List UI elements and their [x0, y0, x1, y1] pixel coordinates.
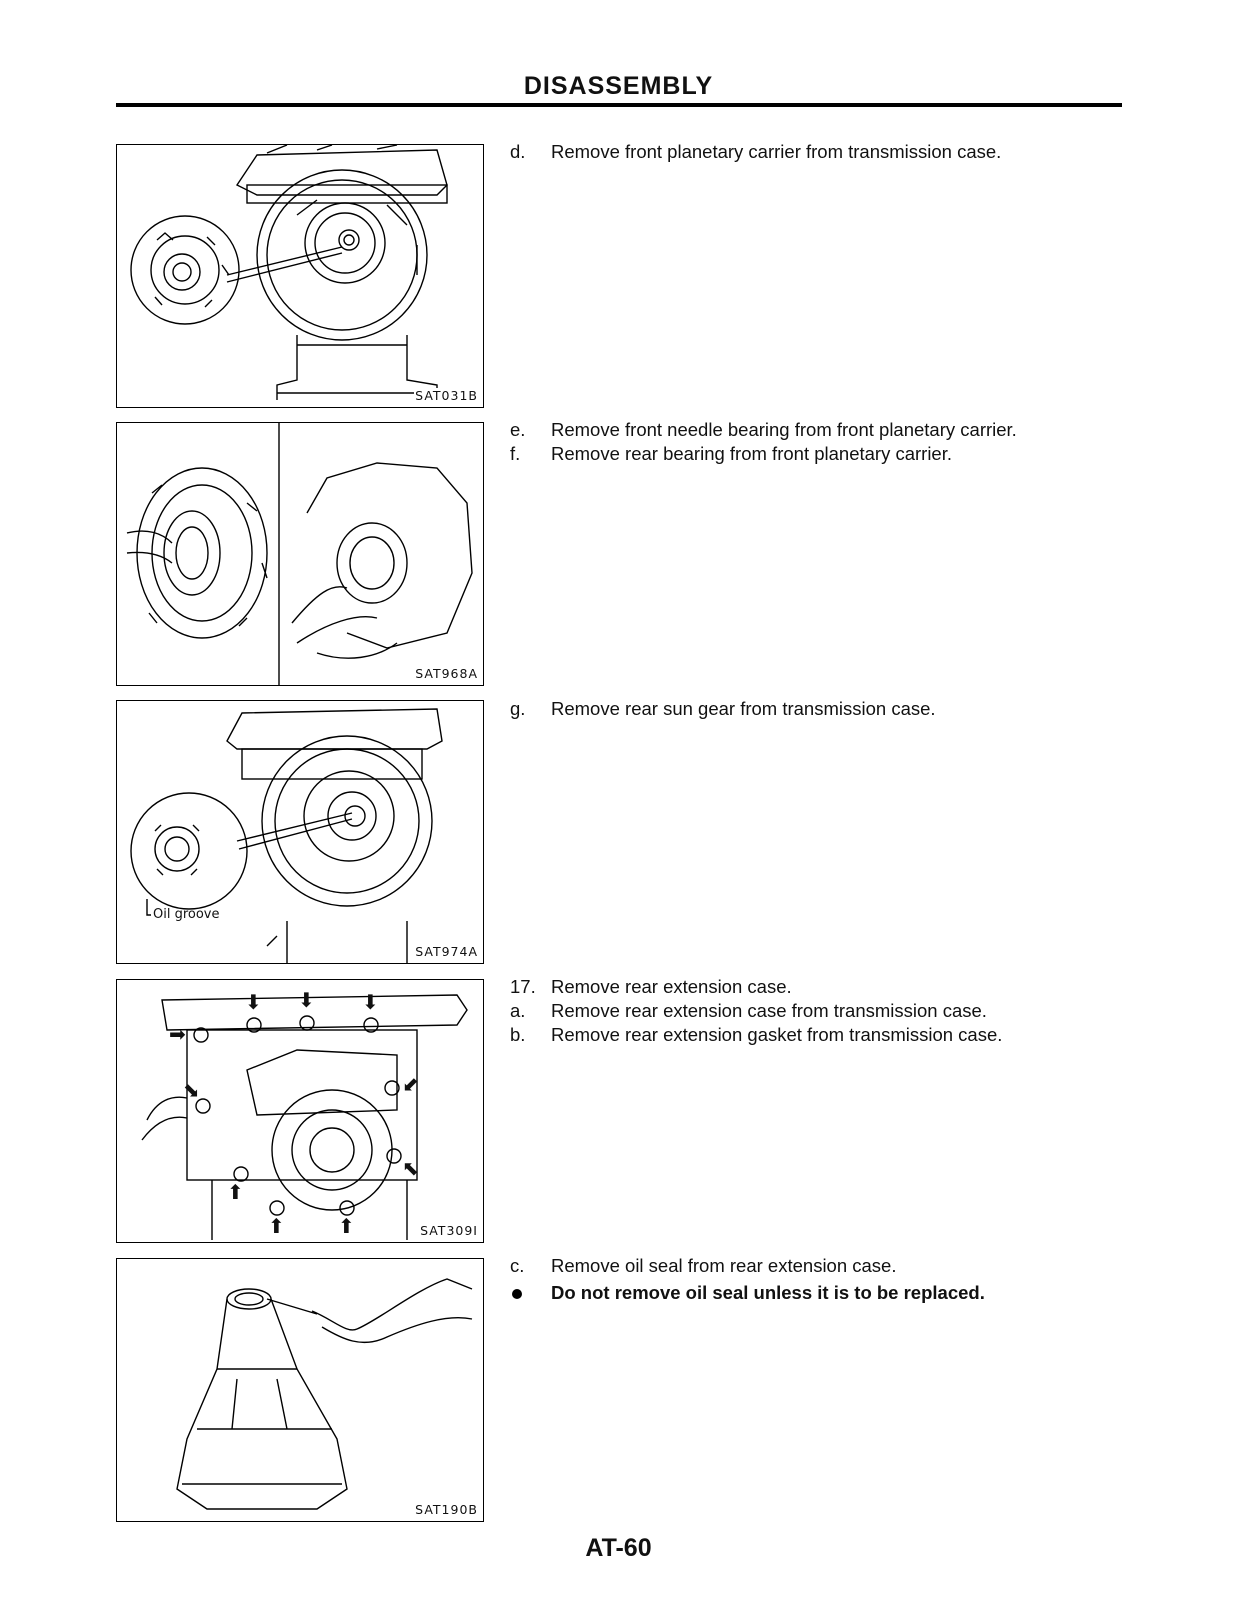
step-marker: d. [510, 141, 526, 162]
caution-bullet: Do not remove oil seal unless it is to b… [510, 1281, 1110, 1305]
step-marker: a. [510, 1000, 526, 1021]
step: f. Remove rear bearing from front planet… [510, 442, 1110, 466]
step: a. Remove rear extension case from trans… [510, 999, 1110, 1023]
arrow-icon: ⬆ [338, 1216, 355, 1238]
caution-text: Do not remove oil seal unless it is to b… [551, 1282, 985, 1303]
figure-front-planetary-carrier: SAT031B [116, 144, 484, 408]
step-marker: 17. [510, 976, 536, 997]
step-text: Remove front needle bearing from front p… [551, 419, 1017, 440]
step-text: Remove rear extension case. [551, 976, 792, 997]
step-text: Remove rear extension case from transmis… [551, 1000, 987, 1021]
page-number: AT-60 [585, 1534, 652, 1562]
steps-section-4: 17. Remove rear extension case. a. Remov… [510, 975, 1110, 1047]
step: c. Remove oil seal from rear extension c… [510, 1254, 1110, 1278]
arrow-icon: ⬇ [245, 992, 262, 1014]
figure-code: SAT309I [419, 1223, 479, 1238]
steps-section-3: g. Remove rear sun gear from transmissio… [510, 697, 1110, 721]
arrow-icon: ⬆ [268, 1216, 285, 1238]
figure-callout-label: Oil groove [153, 907, 220, 922]
illustration-bearing-removal [126, 423, 473, 685]
step-text: Remove oil seal from rear extension case… [551, 1255, 897, 1276]
step: e. Remove front needle bearing from fron… [510, 418, 1110, 442]
figure-rear-sun-gear: Oil groove SAT974A [116, 700, 484, 964]
bullet-icon [512, 1289, 522, 1299]
step-marker: g. [510, 698, 526, 719]
step-marker: f. [510, 443, 521, 464]
arrow-icon: ⬇ [298, 990, 315, 1012]
figure-code: SAT974A [414, 944, 479, 959]
page-title: DISASSEMBLY [523, 72, 714, 100]
step: g. Remove rear sun gear from transmissio… [510, 697, 1110, 721]
step-marker: e. [510, 419, 526, 440]
arrow-icon: ⬋ [402, 1074, 419, 1096]
title-rule [116, 103, 1122, 107]
illustration-sun-gear-removal [130, 708, 443, 963]
step: d. Remove front planetary carrier from t… [510, 140, 1110, 164]
arrow-icon: ⬊ [183, 1080, 200, 1102]
steps-section-1: d. Remove front planetary carrier from t… [510, 140, 1110, 164]
step-text: Remove front planetary carrier from tran… [551, 141, 1002, 162]
figure-code: SAT031B [414, 388, 479, 403]
step: b. Remove rear extension gasket from tra… [510, 1023, 1110, 1047]
figure-oil-seal-removal: SAT190B [116, 1258, 484, 1522]
step-marker: c. [510, 1255, 525, 1276]
arrow-icon: ⬉ [402, 1158, 419, 1180]
step-text: Remove rear sun gear from transmission c… [551, 698, 936, 719]
arrow-icon: ⬆ [227, 1182, 244, 1204]
arrow-icon: ➡ [169, 1024, 186, 1046]
figure-code: SAT190B [414, 1502, 479, 1517]
step-marker: b. [510, 1024, 526, 1045]
figure-rear-extension-case: ⬇ ⬇ ⬇ ➡ ⬋ ⬊ ⬉ ⬆ ⬆ ⬆ SAT309I [116, 979, 484, 1243]
steps-section-5: c. Remove oil seal from rear extension c… [510, 1254, 1110, 1305]
arrow-icon: ⬇ [362, 992, 379, 1014]
step: 17. Remove rear extension case. [510, 975, 1110, 999]
figure-code: SAT968A [414, 666, 479, 681]
step-text: Remove rear bearing from front planetary… [551, 443, 953, 464]
steps-section-2: e. Remove front needle bearing from fron… [510, 418, 1110, 466]
figure-carrier-bearings: SAT968A [116, 422, 484, 686]
illustration-case-with-carrier [130, 145, 448, 400]
step-text: Remove rear extension gasket from transm… [551, 1024, 1003, 1045]
illustration-oil-seal [176, 1278, 473, 1510]
illustration-extension-bolts [141, 994, 468, 1240]
